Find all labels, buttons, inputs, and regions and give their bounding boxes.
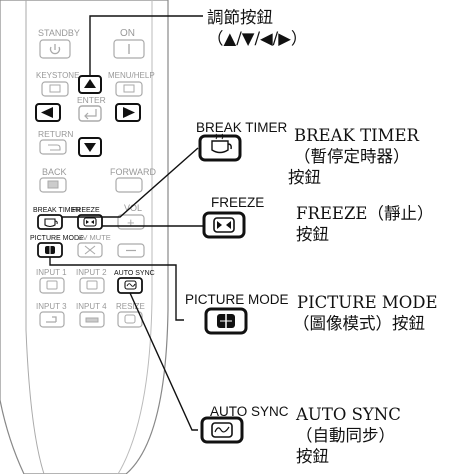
leader-picture-mode [49, 257, 184, 321]
up-arrow-icon [84, 79, 96, 88]
input2-icon [86, 280, 98, 290]
break-timer-button[interactable] [37, 214, 63, 230]
adjust-arrows: （▲/▼/◀/▶） [207, 29, 308, 48]
picture-mode-icon-large [217, 314, 235, 328]
input3-button[interactable] [39, 311, 65, 328]
freeze-small-label: FREEZE [72, 207, 100, 214]
auto-sync-small-label: AUTO SYNC [114, 270, 155, 277]
keystone-button[interactable] [41, 81, 69, 97]
picture-mode-description: PICTURE MODE （圖像模式）按鈕 [293, 292, 438, 334]
break-timer-suffix: 按鈕 [288, 168, 321, 187]
input4-label: INPUT 4 [76, 302, 107, 311]
leader-adjust [89, 15, 203, 76]
auto-sync-subtitle: （自動同步） [296, 426, 395, 445]
freeze-icon [83, 217, 97, 227]
picture-mode-key-label: PICTURE MODE [185, 292, 289, 307]
down-arrow-icon [84, 143, 96, 152]
leader-lines [49, 15, 204, 431]
remote-body-right-edge [117, 0, 153, 474]
av-mute-label: AV MUTE [78, 233, 111, 242]
keystone-label: KEYSTONE [36, 71, 79, 80]
resize-label: RESIZE [116, 302, 145, 311]
left-arrow-icon [41, 107, 53, 118]
input1-icon [46, 280, 58, 290]
auto-sync-title: AUTO SYNC [296, 405, 401, 424]
freeze-key[interactable] [202, 211, 246, 239]
freeze-key-label: FREEZE [211, 195, 264, 210]
return-button[interactable] [39, 139, 67, 155]
cup-icon [44, 218, 58, 228]
forward-button[interactable] [115, 177, 143, 193]
return-label: RETURN [38, 129, 73, 139]
input3-icon [46, 316, 57, 323]
picture-mode-small-label: PICTURE MODE [30, 235, 84, 242]
av-mute-icon [84, 245, 96, 255]
back-label: BACK [42, 167, 67, 177]
input2-label: INPUT 2 [76, 268, 107, 277]
auto-sync-suffix: 按鈕 [296, 447, 329, 466]
cup-icon-large [211, 133, 232, 154]
auto-sync-key-label: AUTO SYNC [210, 404, 289, 419]
freeze-title: FREEZE（靜止） [296, 204, 434, 223]
resize-icon [124, 314, 136, 324]
menu-help-button[interactable] [115, 81, 143, 97]
break-timer-description: BREAK TIMER （暫停定時器） 按鈕 [288, 125, 419, 188]
forward-label: FORWARD [110, 167, 156, 177]
on-label: ON [120, 28, 135, 39]
enter-button[interactable] [78, 105, 102, 122]
enter-label: ENTER [77, 95, 106, 105]
break-timer-small-label: BREAK TIMER [33, 207, 80, 214]
power-icon [49, 44, 61, 55]
auto-sync-icon-large [211, 422, 233, 438]
plus-icon: + [127, 215, 135, 230]
picture-mode-subtitle: （圖像模式）按鈕 [293, 314, 425, 333]
input1-label: INPUT 1 [36, 268, 67, 277]
adjust-title: 調節按鈕 [207, 8, 273, 27]
leader-break-timer [62, 147, 199, 218]
return-icon [48, 144, 61, 151]
input3-label: INPUT 3 [36, 302, 67, 311]
resize-button[interactable] [117, 311, 143, 328]
keystone-icon [49, 84, 61, 93]
adjust-description: 調節按鈕 （▲/▼/◀/▶） [207, 7, 307, 49]
back-icon [47, 180, 59, 189]
menu-icon [123, 84, 135, 93]
input4-icon [85, 317, 99, 323]
auto-sync-key[interactable] [200, 416, 244, 444]
freeze-description: FREEZE（靜止） 按鈕 [296, 203, 433, 245]
remote-body-inner-edge [25, 0, 45, 474]
auto-sync-button[interactable] [117, 277, 143, 294]
picture-mode-title: PICTURE MODE [297, 293, 438, 312]
auto-sync-description: AUTO SYNC （自動同步） 按鈕 [296, 404, 401, 467]
menu-help-label: MENU/HELP [108, 71, 155, 80]
break-timer-key-label: BREAK TIMER [196, 120, 288, 135]
break-timer-key[interactable] [198, 134, 242, 162]
standby-label: STANDBY [38, 28, 80, 38]
leader-auto-sync [129, 292, 198, 431]
picture-mode-icon [45, 246, 55, 254]
break-timer-title: BREAK TIMER [294, 126, 419, 145]
right-arrow-icon [123, 107, 135, 118]
freeze-suffix: 按鈕 [296, 225, 329, 244]
input2-button[interactable] [79, 277, 105, 294]
input1-button[interactable] [39, 277, 65, 294]
break-timer-subtitle: （暫停定時器） [294, 147, 410, 166]
auto-sync-icon [124, 280, 137, 290]
enter-icon [84, 109, 97, 120]
vol-label: VOL [124, 203, 142, 213]
freeze-icon-large [213, 217, 235, 233]
